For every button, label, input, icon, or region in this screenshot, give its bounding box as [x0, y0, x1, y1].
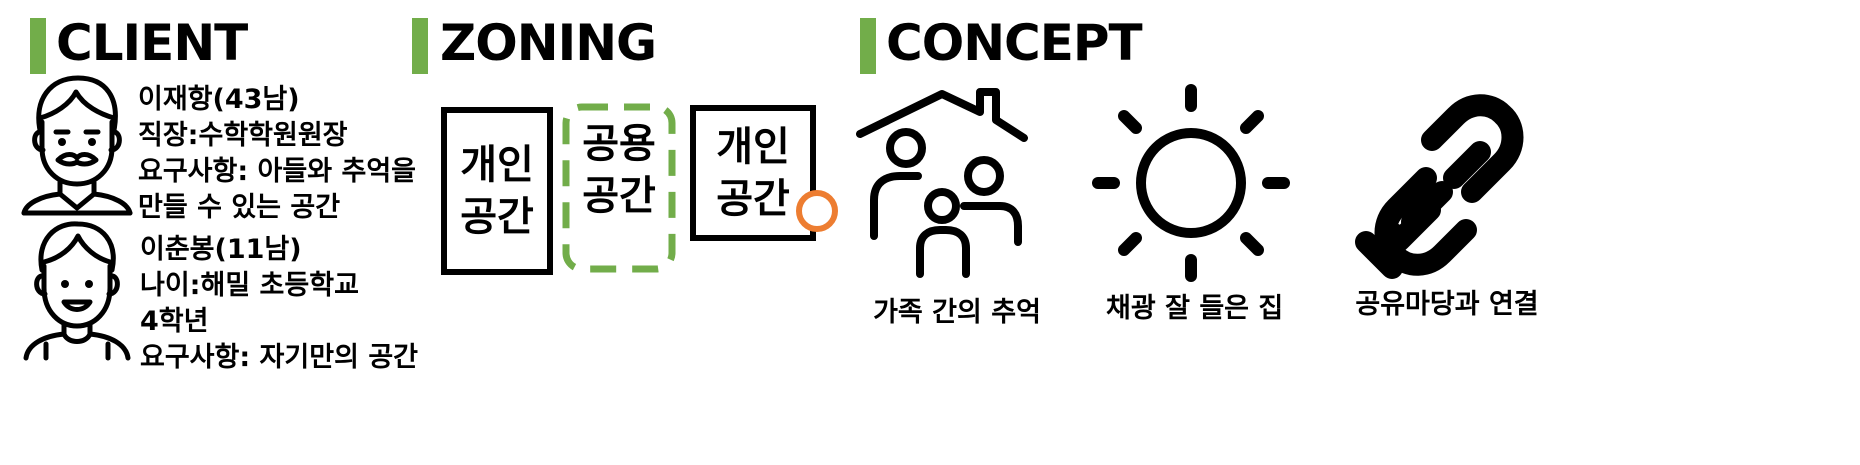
person1-line-3: 요구사항: 아들와 추억을	[138, 156, 416, 187]
zone-private-right-line-1: 개인	[716, 124, 790, 170]
boy-avatar-icon	[23, 221, 131, 361]
zone-shared: 공용 공간	[562, 95, 676, 245]
zone-private-left: 개인 공간	[441, 107, 553, 275]
zone-private-left-line-1: 개인	[460, 142, 534, 188]
person2-line-2: 나이:해밀 초등학교	[140, 270, 359, 301]
concept-caption-link: 공유마당과 연결	[1355, 289, 1539, 320]
concept-accent-bar	[860, 18, 876, 74]
zone-private-left-line-2: 공간	[460, 194, 534, 240]
person1-info: 이재항(43남) 직장:수학학원원장 요구사항: 아들와 추억을 만들 수 있는…	[138, 82, 416, 226]
concept-caption-sun: 채광 잘 들은 집	[1106, 293, 1284, 324]
link-icon	[1355, 94, 1524, 279]
person1-line-4: 만들 수 있는 공간	[138, 192, 341, 223]
zone-shared-line-1: 공용	[582, 121, 656, 167]
family-house-icon	[856, 88, 1028, 278]
client-accent-bar	[30, 18, 46, 74]
person2-info: 이춘봉(11남) 나이:해밀 초등학교 4학년 요구사항: 자기만의 공간	[140, 232, 418, 376]
concept-title: CONCEPT	[886, 14, 1143, 72]
zone-private-right: 개인 공간	[690, 105, 816, 241]
person1-line-2: 직장:수학학원원장	[138, 120, 348, 151]
zoning-accent-bar	[412, 18, 428, 74]
bearded-man-avatar-icon	[21, 75, 133, 216]
zone-private-right-line-2: 공간	[716, 176, 790, 222]
concept-caption-family: 가족 간의 추억	[873, 297, 1041, 328]
entrance-marker-circle	[796, 190, 838, 232]
person2-line-4: 요구사항: 자기만의 공간	[140, 342, 418, 373]
zoning-title: ZONING	[440, 14, 657, 72]
person2-line-3: 4학년	[140, 306, 209, 337]
person1-line-1: 이재항(43남)	[138, 84, 300, 115]
sun-icon	[1092, 84, 1290, 282]
client-title: CLIENT	[56, 14, 248, 72]
zone-shared-line-2: 공간	[582, 173, 656, 219]
person2-line-1: 이춘봉(11남)	[140, 234, 302, 265]
